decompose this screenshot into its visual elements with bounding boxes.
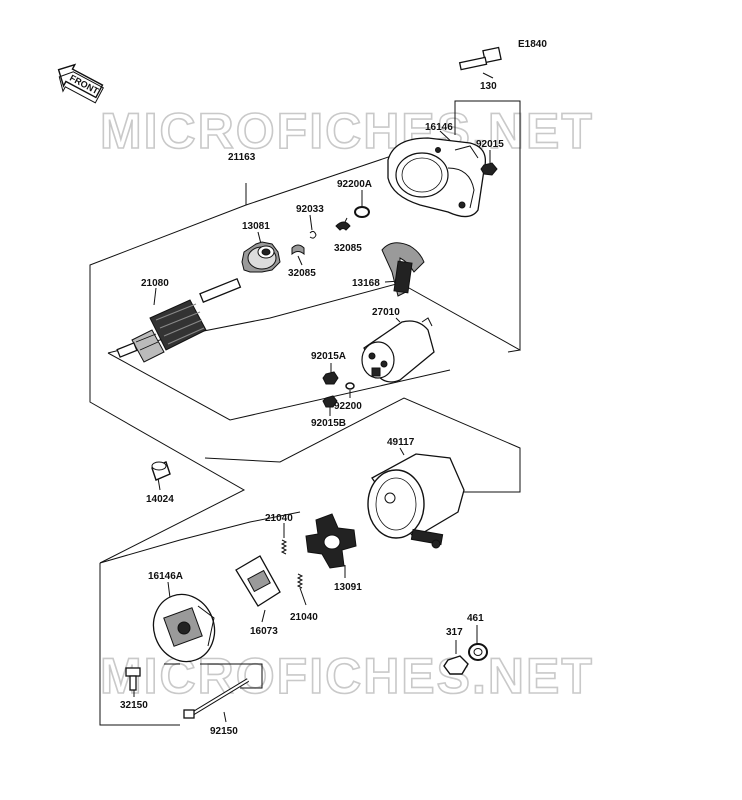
label-32150: 32150 <box>120 700 148 711</box>
pinion-gear-13081-icon <box>241 241 281 273</box>
washer-461-icon <box>468 643 488 661</box>
label-92033: 92033 <box>296 204 324 215</box>
ring-32085-upper-icon <box>335 221 351 231</box>
rear-cover-16146A-icon <box>152 593 216 663</box>
spring-21040-upper-icon <box>280 539 288 555</box>
watermark-top: MICROFICHES.NET <box>100 103 594 159</box>
screw-32150-icon <box>125 667 141 691</box>
washer-92200-icon <box>345 382 355 390</box>
brush-holder-13091-icon <box>305 513 357 569</box>
bolt-130-icon <box>458 46 502 71</box>
nut-92015B-icon <box>322 395 338 408</box>
label-21080: 21080 <box>141 278 169 289</box>
label-92200: 92200 <box>334 401 362 412</box>
label-16146A: 16146A <box>148 571 183 582</box>
label-16146: 16146 <box>425 122 453 133</box>
nut-92015A-icon <box>322 371 339 385</box>
label-92200A: 92200A <box>337 179 372 190</box>
through-bolt-92150-icon <box>183 678 250 719</box>
bushing-14024-icon <box>151 461 171 481</box>
label-317: 317 <box>446 627 463 638</box>
label-13091: 13091 <box>334 582 362 593</box>
shift-lever-13168-icon <box>381 242 425 297</box>
label-21040-upper: 21040 <box>265 513 293 524</box>
reference-lines <box>89 72 521 726</box>
label-32085-lower: 32085 <box>288 268 316 279</box>
part-labels: 130 16146 92015 21163 92200A 92033 13081… <box>120 81 504 737</box>
label-32085-upper: 32085 <box>334 243 362 254</box>
label-13081: 13081 <box>242 221 270 232</box>
label-92150: 92150 <box>210 726 238 737</box>
label-92015: 92015 <box>476 139 504 150</box>
clip-92033-icon <box>309 230 317 239</box>
label-461: 461 <box>467 613 484 624</box>
label-92015B: 92015B <box>311 418 346 429</box>
label-49117: 49117 <box>387 437 415 448</box>
spring-21040-lower-icon <box>296 573 304 589</box>
front-arrow-icon: FRONT <box>57 63 104 104</box>
label-21040-lower: 21040 <box>290 612 318 623</box>
label-27010: 27010 <box>372 307 400 318</box>
label-14024: 14024 <box>146 494 174 505</box>
yoke-49117-icon <box>367 453 465 549</box>
nut-317-icon <box>443 655 469 675</box>
brush-plate-16073-icon <box>235 555 281 607</box>
nut-92015-icon <box>480 162 498 176</box>
label-130: 130 <box>480 81 497 92</box>
label-13168: 13168 <box>352 278 380 289</box>
diagram-code: E1840 <box>518 39 547 50</box>
label-21163: 21163 <box>228 152 256 163</box>
washer-92200A-icon <box>354 206 370 218</box>
label-16073: 16073 <box>250 626 278 637</box>
front-housing-16146-icon <box>387 137 487 218</box>
solenoid-27010-icon <box>361 317 435 383</box>
ring-32085-lower-icon <box>291 244 305 256</box>
label-92015A: 92015A <box>311 351 346 362</box>
armature-21080-icon <box>116 277 242 363</box>
